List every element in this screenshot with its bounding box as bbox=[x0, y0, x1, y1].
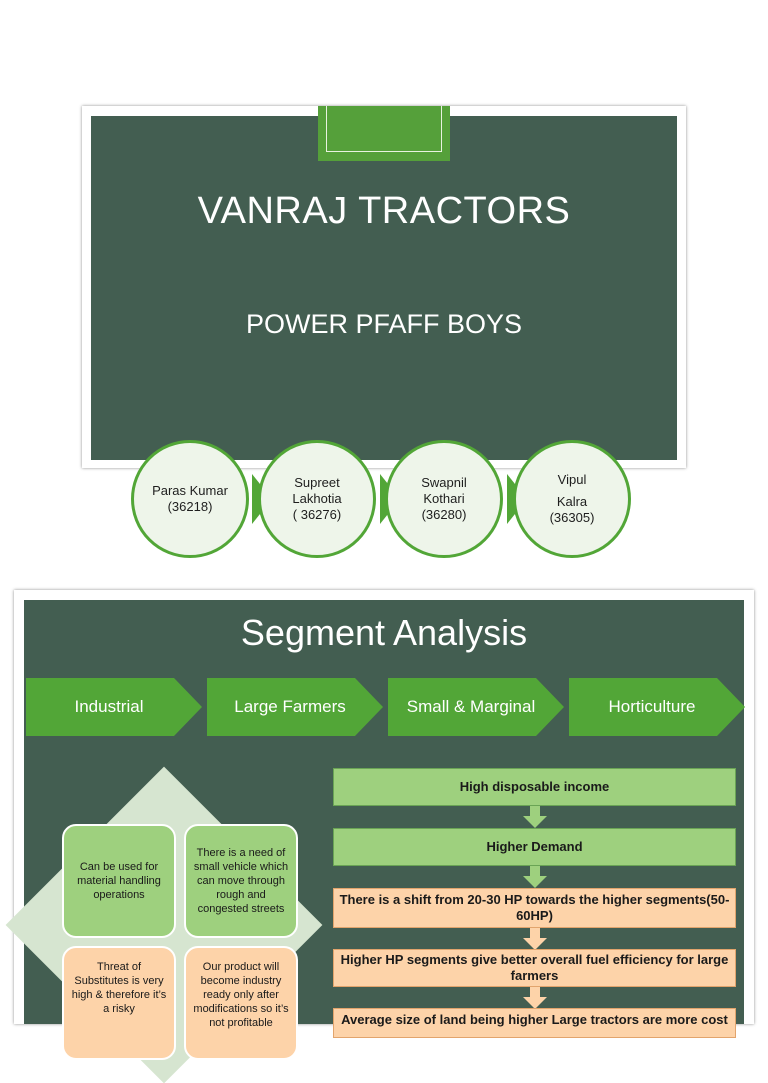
quadrant-small-vehicle-need: There is a need of small vehicle which c… bbox=[184, 824, 298, 938]
flow-step-fuel-efficiency: Higher HP segments give better overall f… bbox=[333, 949, 736, 987]
flow-step-land-size: Average size of land being higher Large … bbox=[333, 1008, 736, 1038]
quadrant-needs-modification: Our product will become industry ready o… bbox=[184, 946, 298, 1060]
member-circle-vipul: Vipul Kalra (36305) bbox=[513, 440, 631, 558]
flow-step-high-disposable-income: High disposable income bbox=[333, 768, 736, 806]
flow-down-arrow bbox=[523, 806, 547, 828]
title-slide: VANRAJ TRACTORS POWER PFAFF BOYS Paras K… bbox=[91, 106, 677, 558]
member-name: Paras Kumar bbox=[152, 483, 228, 498]
member-last-name: Kalra bbox=[556, 494, 588, 509]
segment-chevron-large-farmers: Large Farmers bbox=[207, 678, 383, 736]
flow-down-arrow bbox=[523, 866, 547, 888]
flow-step-higher-demand: Higher Demand bbox=[333, 828, 736, 866]
slide-title: VANRAJ TRACTORS bbox=[197, 190, 571, 232]
segment-slide-title: Segment Analysis bbox=[240, 612, 528, 653]
member-id: (36218) bbox=[167, 499, 213, 514]
member-id: (36280) bbox=[421, 507, 467, 522]
segment-chevron-small-marginal: Small & Marginal bbox=[388, 678, 564, 736]
flow-down-arrow bbox=[523, 987, 547, 1009]
segment-chevron-industrial: Industrial bbox=[26, 678, 202, 736]
quadrant-material-handling: Can be used for material handling operat… bbox=[62, 824, 176, 938]
slide-subtitle: POWER PFAFF BOYS bbox=[245, 309, 523, 339]
member-id: (36305) bbox=[549, 510, 595, 525]
flow-step-hp-shift: There is a shift from 20-30 HP towards t… bbox=[333, 888, 736, 928]
title-slide-tab-outline bbox=[326, 106, 442, 152]
member-circle-supreet: Supreet Lakhotia ( 36276) bbox=[258, 440, 376, 558]
member-last-name: Kothari bbox=[423, 491, 465, 506]
member-first-name: Swapnil bbox=[421, 475, 467, 490]
member-last-name: Lakhotia bbox=[292, 491, 342, 506]
member-circle-paras: Paras Kumar (36218) bbox=[131, 440, 249, 558]
quadrant-threat-of-substitutes: Threat of Substitutes is very high & the… bbox=[62, 946, 176, 1060]
member-first-name: Vipul bbox=[557, 472, 587, 487]
member-circle-swapnil: Swapnil Kothari (36280) bbox=[385, 440, 503, 558]
flow-down-arrow bbox=[523, 928, 547, 950]
member-first-name: Supreet bbox=[294, 475, 340, 490]
title-slide-panel bbox=[91, 116, 677, 460]
segment-chevron-horticulture: Horticulture bbox=[569, 678, 745, 736]
member-id: ( 36276) bbox=[292, 507, 342, 522]
